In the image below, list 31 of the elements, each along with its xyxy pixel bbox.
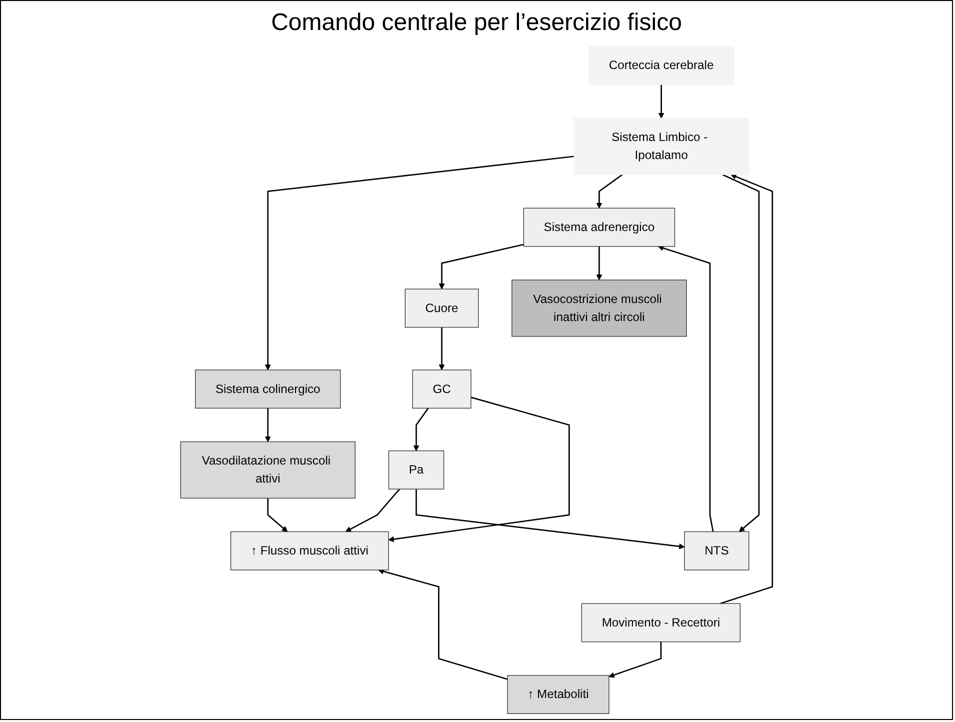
arrow [378, 568, 508, 680]
arrow [438, 327, 445, 370]
arrow [596, 174, 623, 208]
arrow [413, 408, 429, 452]
arrow [720, 174, 774, 604]
arrow [416, 489, 685, 550]
node-box: NTS [684, 531, 750, 570]
node-box: Vasodilatazione muscoli attivi [180, 441, 356, 498]
node-box: Sistema adrenergico [523, 208, 676, 247]
node-box: Vasocostrizione muscoli inattivi altri circoli [512, 280, 687, 337]
node-box: Corteccia cerebrale [588, 46, 734, 85]
arrow [438, 244, 524, 290]
node-box: Pa [388, 450, 444, 490]
arrow [264, 408, 271, 442]
node-box: ↑ Metaboliti [507, 675, 610, 714]
node-box: GC [412, 370, 472, 409]
node-box: Sistema Limbico - Ipotalamo [574, 118, 749, 175]
arrow [345, 488, 400, 532]
arrow [267, 498, 288, 532]
arrow [722, 174, 760, 532]
node-box: Movimento - Recettori [581, 603, 741, 642]
node-box: Cuore [404, 288, 479, 328]
arrow [658, 84, 664, 118]
arrow [596, 246, 602, 280]
arrow [608, 642, 662, 678]
arrow [658, 245, 714, 532]
diagram-title: Comando centrale per l’esercizio fisico [271, 9, 682, 37]
arrow [388, 396, 570, 542]
arrow [264, 156, 574, 370]
node-box: Sistema colinergico [195, 370, 341, 409]
node-box: ↑ Flusso muscoli attivi [230, 531, 389, 570]
